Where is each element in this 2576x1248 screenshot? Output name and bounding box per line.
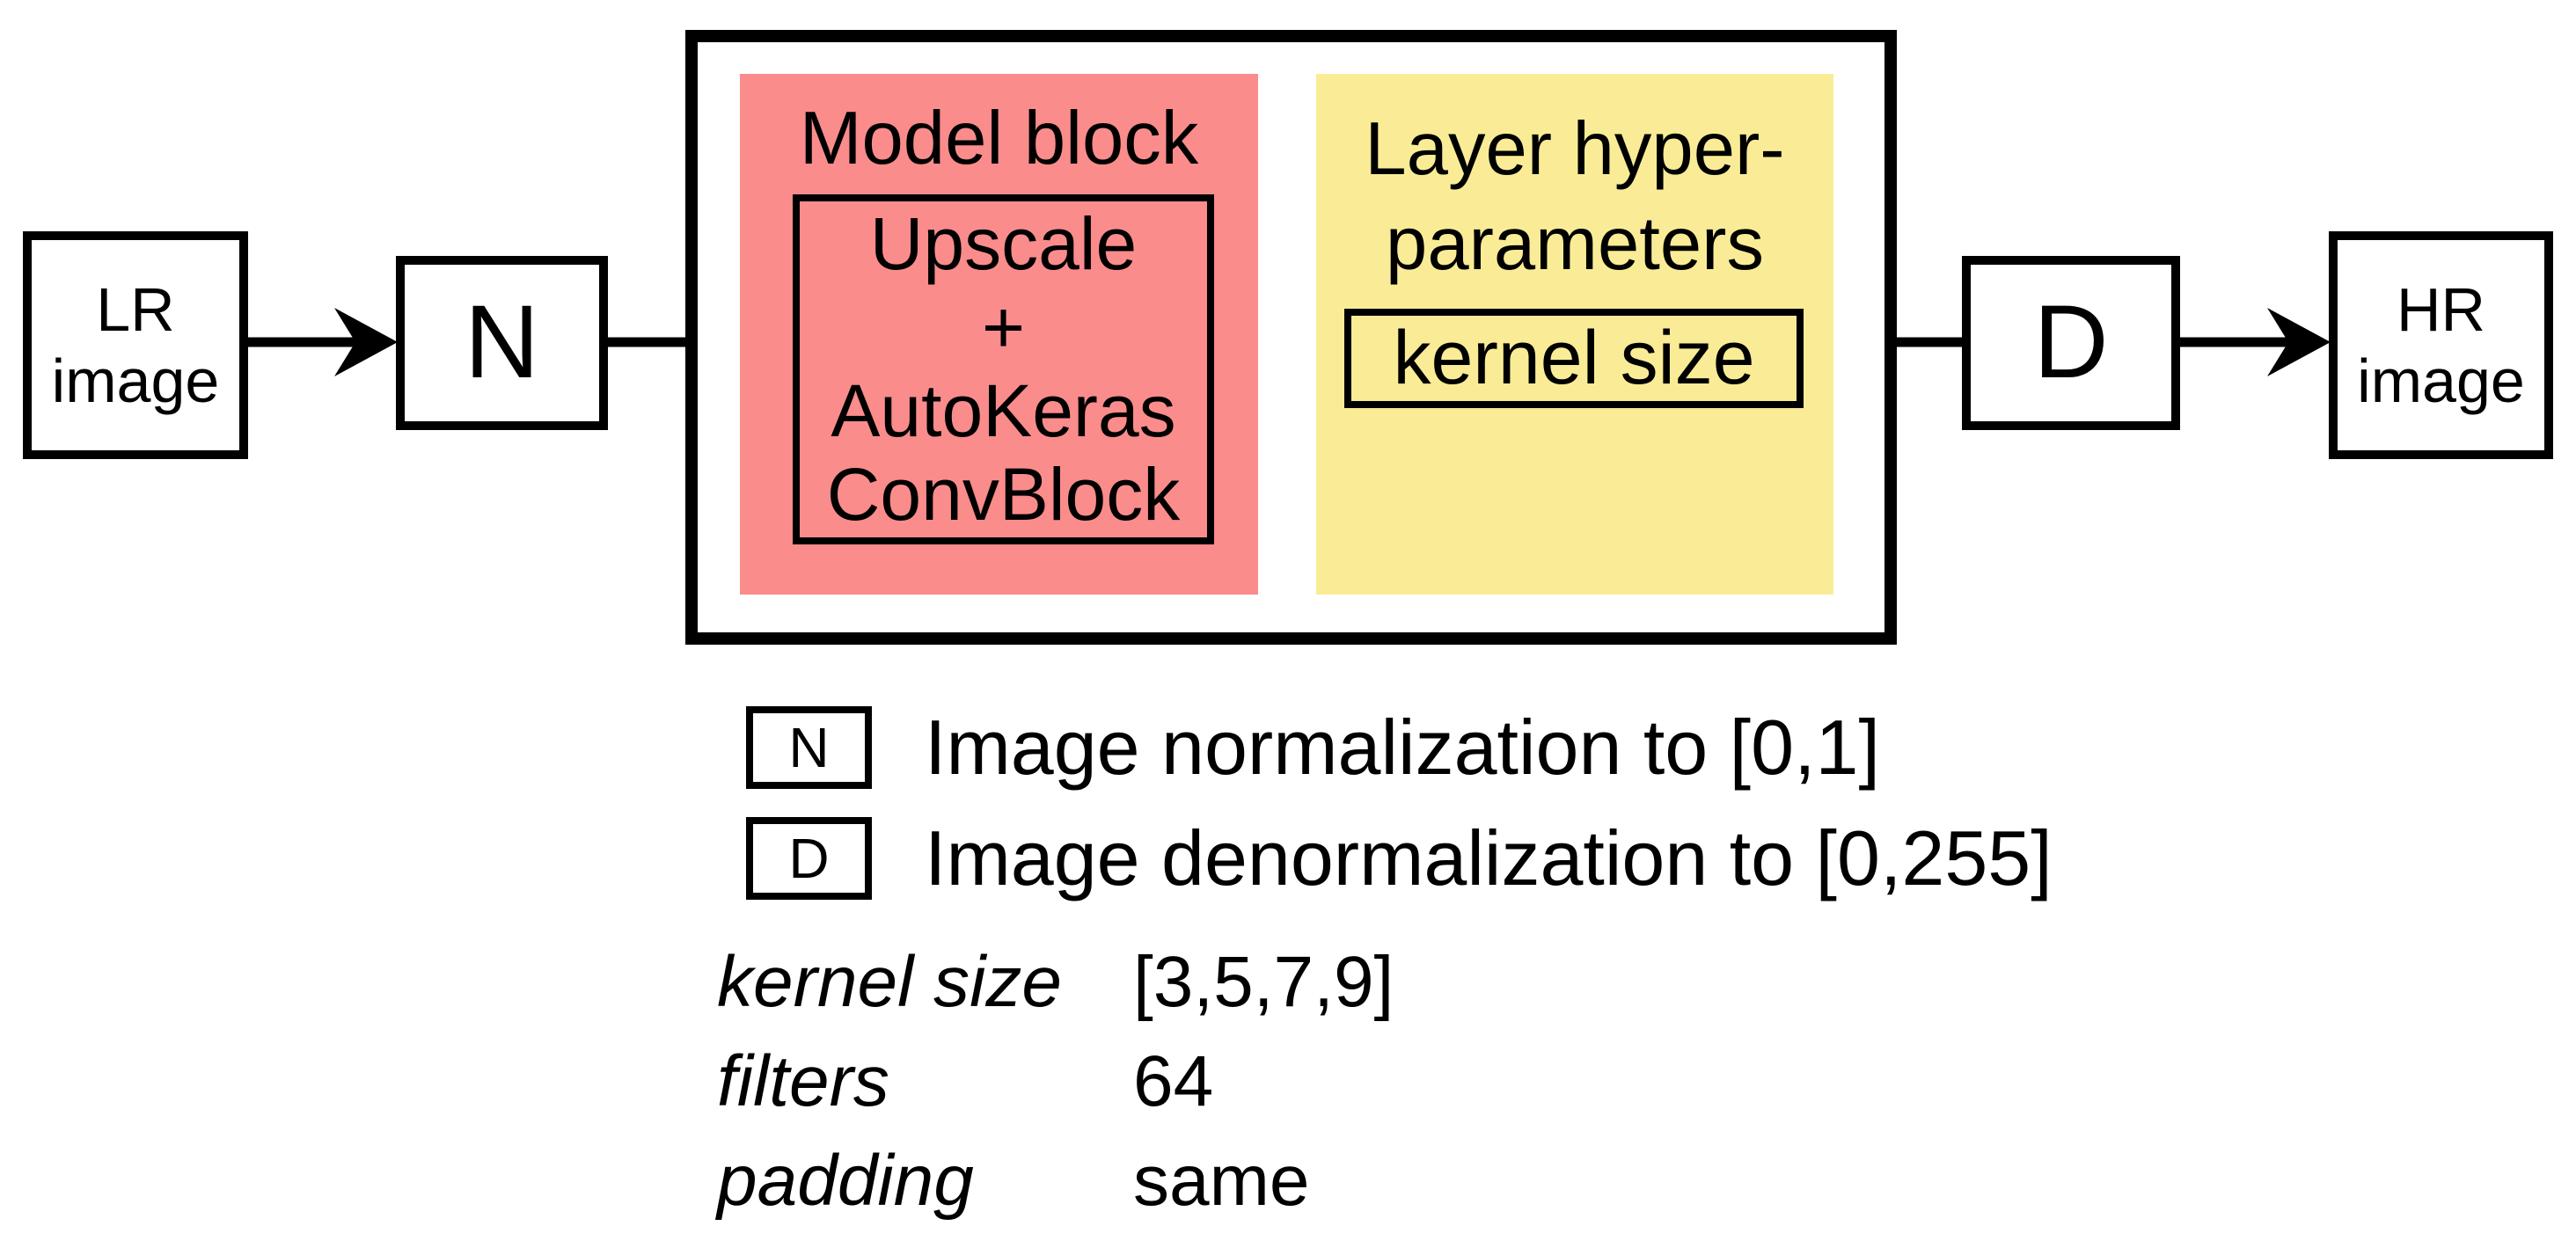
legend-description-n: Image normalization to [0,1] (925, 704, 1880, 791)
arrowhead-icon (2267, 308, 2331, 376)
inner-line-upscale: Upscale (869, 202, 1138, 285)
param-value-filters: 64 (1133, 1041, 1214, 1121)
upscale-convblock-box: Upscale + AutoKeras ConvBlock (793, 194, 1214, 544)
legend-symbol-d: D (788, 827, 830, 890)
inner-line-convblock: ConvBlock (826, 453, 1181, 536)
hyperparameters-panel: Layer hyper- parameters kernel size (1316, 74, 1833, 595)
hr-image-label-line1: HR (2396, 275, 2486, 344)
legend-symbol-box-d: D (746, 817, 872, 900)
kernel-size-box: kernel size (1344, 309, 1804, 408)
legend-symbol-n: N (788, 716, 830, 779)
lr-image-label-line2: image (51, 346, 220, 415)
denormalization-box: D (1962, 256, 2180, 430)
lr-image-box: LR image (23, 231, 248, 459)
param-name-filters: filters (717, 1041, 889, 1121)
hyperparameters-title-line1: Layer hyper- (1365, 107, 1785, 191)
hr-image-label-line2: image (2357, 346, 2525, 415)
hr-image-box: HR image (2329, 231, 2553, 459)
model-block-title: Model block (799, 97, 1199, 180)
arrowhead-icon (334, 308, 398, 376)
inner-line-autokeras: AutoKeras (831, 369, 1176, 452)
param-name-padding: padding (717, 1141, 974, 1221)
legend-symbol-box-n: N (746, 706, 872, 789)
param-name-kernel-size: kernel size (717, 942, 1062, 1022)
denormalization-box-label: D (2033, 284, 2109, 401)
lr-image-label-line1: LR (96, 275, 175, 344)
inner-line-plus: + (981, 286, 1026, 369)
kernel-size-box-label: kernel size (1393, 316, 1755, 400)
normalization-box-label: N (464, 284, 540, 401)
hyperparameters-title-line2: parameters (1386, 202, 1764, 286)
hyperparameters-title: Layer hyper- parameters (1316, 102, 1833, 292)
param-value-padding: same (1133, 1141, 1310, 1221)
normalization-box: N (396, 256, 608, 430)
legend-description-d: Image denormalization to [0,255] (925, 814, 2053, 901)
param-value-kernel-size: [3,5,7,9] (1133, 942, 1394, 1022)
model-block-panel: Model block Upscale + AutoKeras ConvBloc… (740, 74, 1258, 595)
